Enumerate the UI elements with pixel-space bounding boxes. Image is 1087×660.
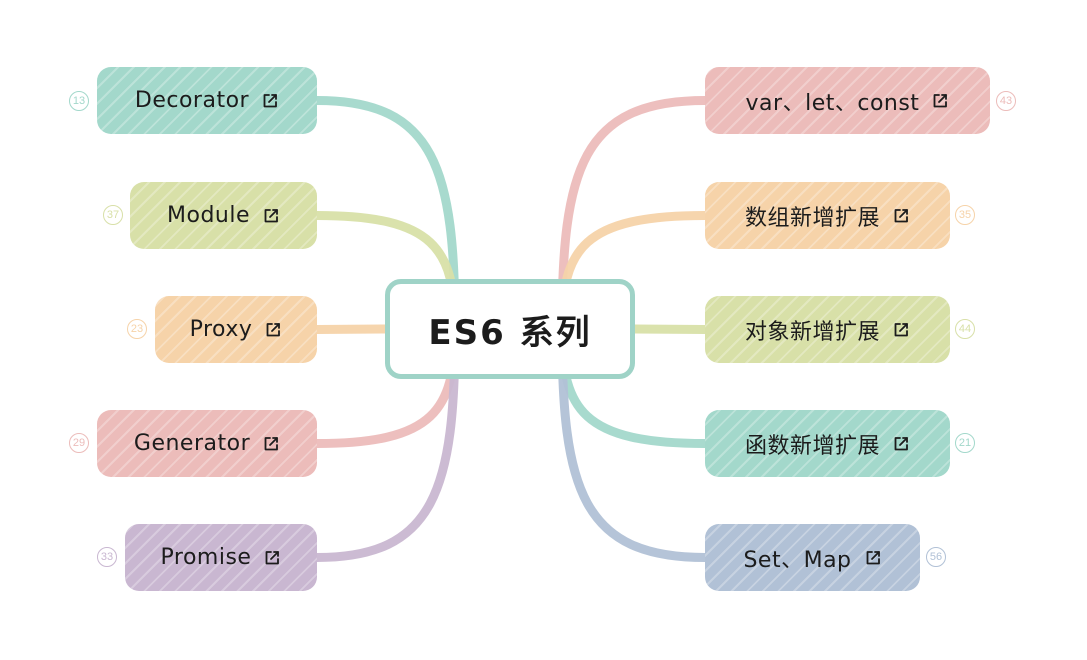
left-branch-line-3 — [312, 324, 390, 334]
topic-generator[interactable]: Generator — [97, 410, 317, 477]
topic-label: 函数新增扩展 — [744, 433, 880, 459]
count-badge: 56 — [926, 547, 946, 567]
topic-label: Proxy — [189, 317, 253, 342]
topic-label: 对象新增扩展 — [744, 319, 880, 345]
left-branch-line-5 — [312, 324, 460, 562]
count-badge: 21 — [955, 433, 975, 453]
root-topic[interactable]: ES6 系列 — [385, 279, 635, 379]
topic-decorator[interactable]: Decorator — [97, 67, 317, 134]
external-link-icon[interactable] — [261, 92, 279, 110]
topic-label: Module — [167, 203, 250, 228]
count-badge: 33 — [97, 547, 117, 567]
topic-topic-right-3[interactable]: 对象新增扩展 — [705, 296, 950, 363]
topic-label: Set、Map — [743, 547, 852, 573]
topic-module[interactable]: Module — [130, 182, 317, 249]
external-link-icon[interactable] — [263, 549, 281, 567]
external-link-icon[interactable] — [892, 435, 910, 453]
right-branch-line-1 — [557, 96, 710, 334]
right-branch-line-5 — [557, 324, 710, 562]
external-link-icon[interactable] — [264, 321, 282, 339]
count-badge: 13 — [69, 91, 89, 111]
topic-topic-right-2[interactable]: 数组新增扩展 — [705, 182, 950, 249]
external-link-icon[interactable] — [931, 92, 949, 110]
external-link-icon[interactable] — [864, 549, 882, 567]
topic-label: Promise — [160, 545, 252, 570]
topic-topic-right-4[interactable]: 函数新增扩展 — [705, 410, 950, 477]
external-link-icon[interactable] — [262, 207, 280, 225]
count-badge: 43 — [996, 91, 1016, 111]
count-badge: 44 — [955, 319, 975, 339]
right-branch-line-3 — [630, 324, 710, 334]
count-badge: 37 — [103, 205, 123, 225]
external-link-icon[interactable] — [262, 435, 280, 453]
topic-set-map[interactable]: Set、Map — [705, 524, 920, 591]
external-link-icon[interactable] — [892, 207, 910, 225]
topic-label: Decorator — [134, 88, 250, 113]
topic-promise[interactable]: Promise — [125, 524, 317, 591]
count-badge: 23 — [127, 319, 147, 339]
topic-label: Generator — [133, 431, 251, 456]
count-badge: 35 — [955, 205, 975, 225]
count-badge: 29 — [69, 433, 89, 453]
topic-proxy[interactable]: Proxy — [155, 296, 317, 363]
topic-label: var、let、const — [745, 90, 920, 116]
left-branch-line-1 — [312, 96, 460, 334]
topic-label: 数组新增扩展 — [744, 205, 880, 231]
external-link-icon[interactable] — [892, 321, 910, 339]
topic-var-let-const[interactable]: var、let、const — [705, 67, 990, 134]
